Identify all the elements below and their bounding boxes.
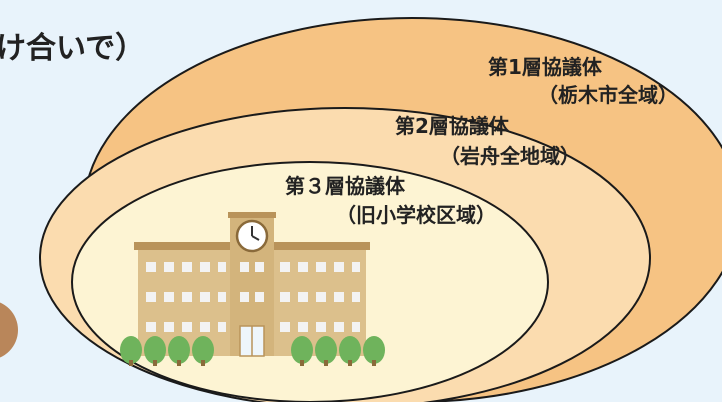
clock-icon bbox=[235, 219, 269, 253]
side-circle-decoration bbox=[0, 302, 18, 358]
layer-3-area: （旧小学校区域） bbox=[336, 203, 496, 227]
layer-1-title: 第1層協議体 bbox=[488, 55, 603, 79]
tree-icon bbox=[363, 336, 385, 366]
tree-icon bbox=[120, 336, 142, 366]
header-fragment: け合いで） bbox=[0, 31, 145, 66]
tree-row-right bbox=[291, 336, 385, 366]
tree-icon bbox=[192, 336, 214, 366]
tree-icon bbox=[291, 336, 313, 366]
tree-icon bbox=[315, 336, 337, 366]
layer-2-area: （岩舟全地域） bbox=[440, 144, 580, 168]
tree-icon bbox=[339, 336, 361, 366]
tree-icon bbox=[168, 336, 190, 366]
layer-1-area: （栃木市全域） bbox=[538, 83, 678, 107]
tree-row-left bbox=[120, 336, 214, 366]
layer-3-title: 第３層協議体 bbox=[285, 174, 406, 198]
layer-2-title: 第2層協議体 bbox=[395, 114, 510, 138]
tree-icon bbox=[144, 336, 166, 366]
